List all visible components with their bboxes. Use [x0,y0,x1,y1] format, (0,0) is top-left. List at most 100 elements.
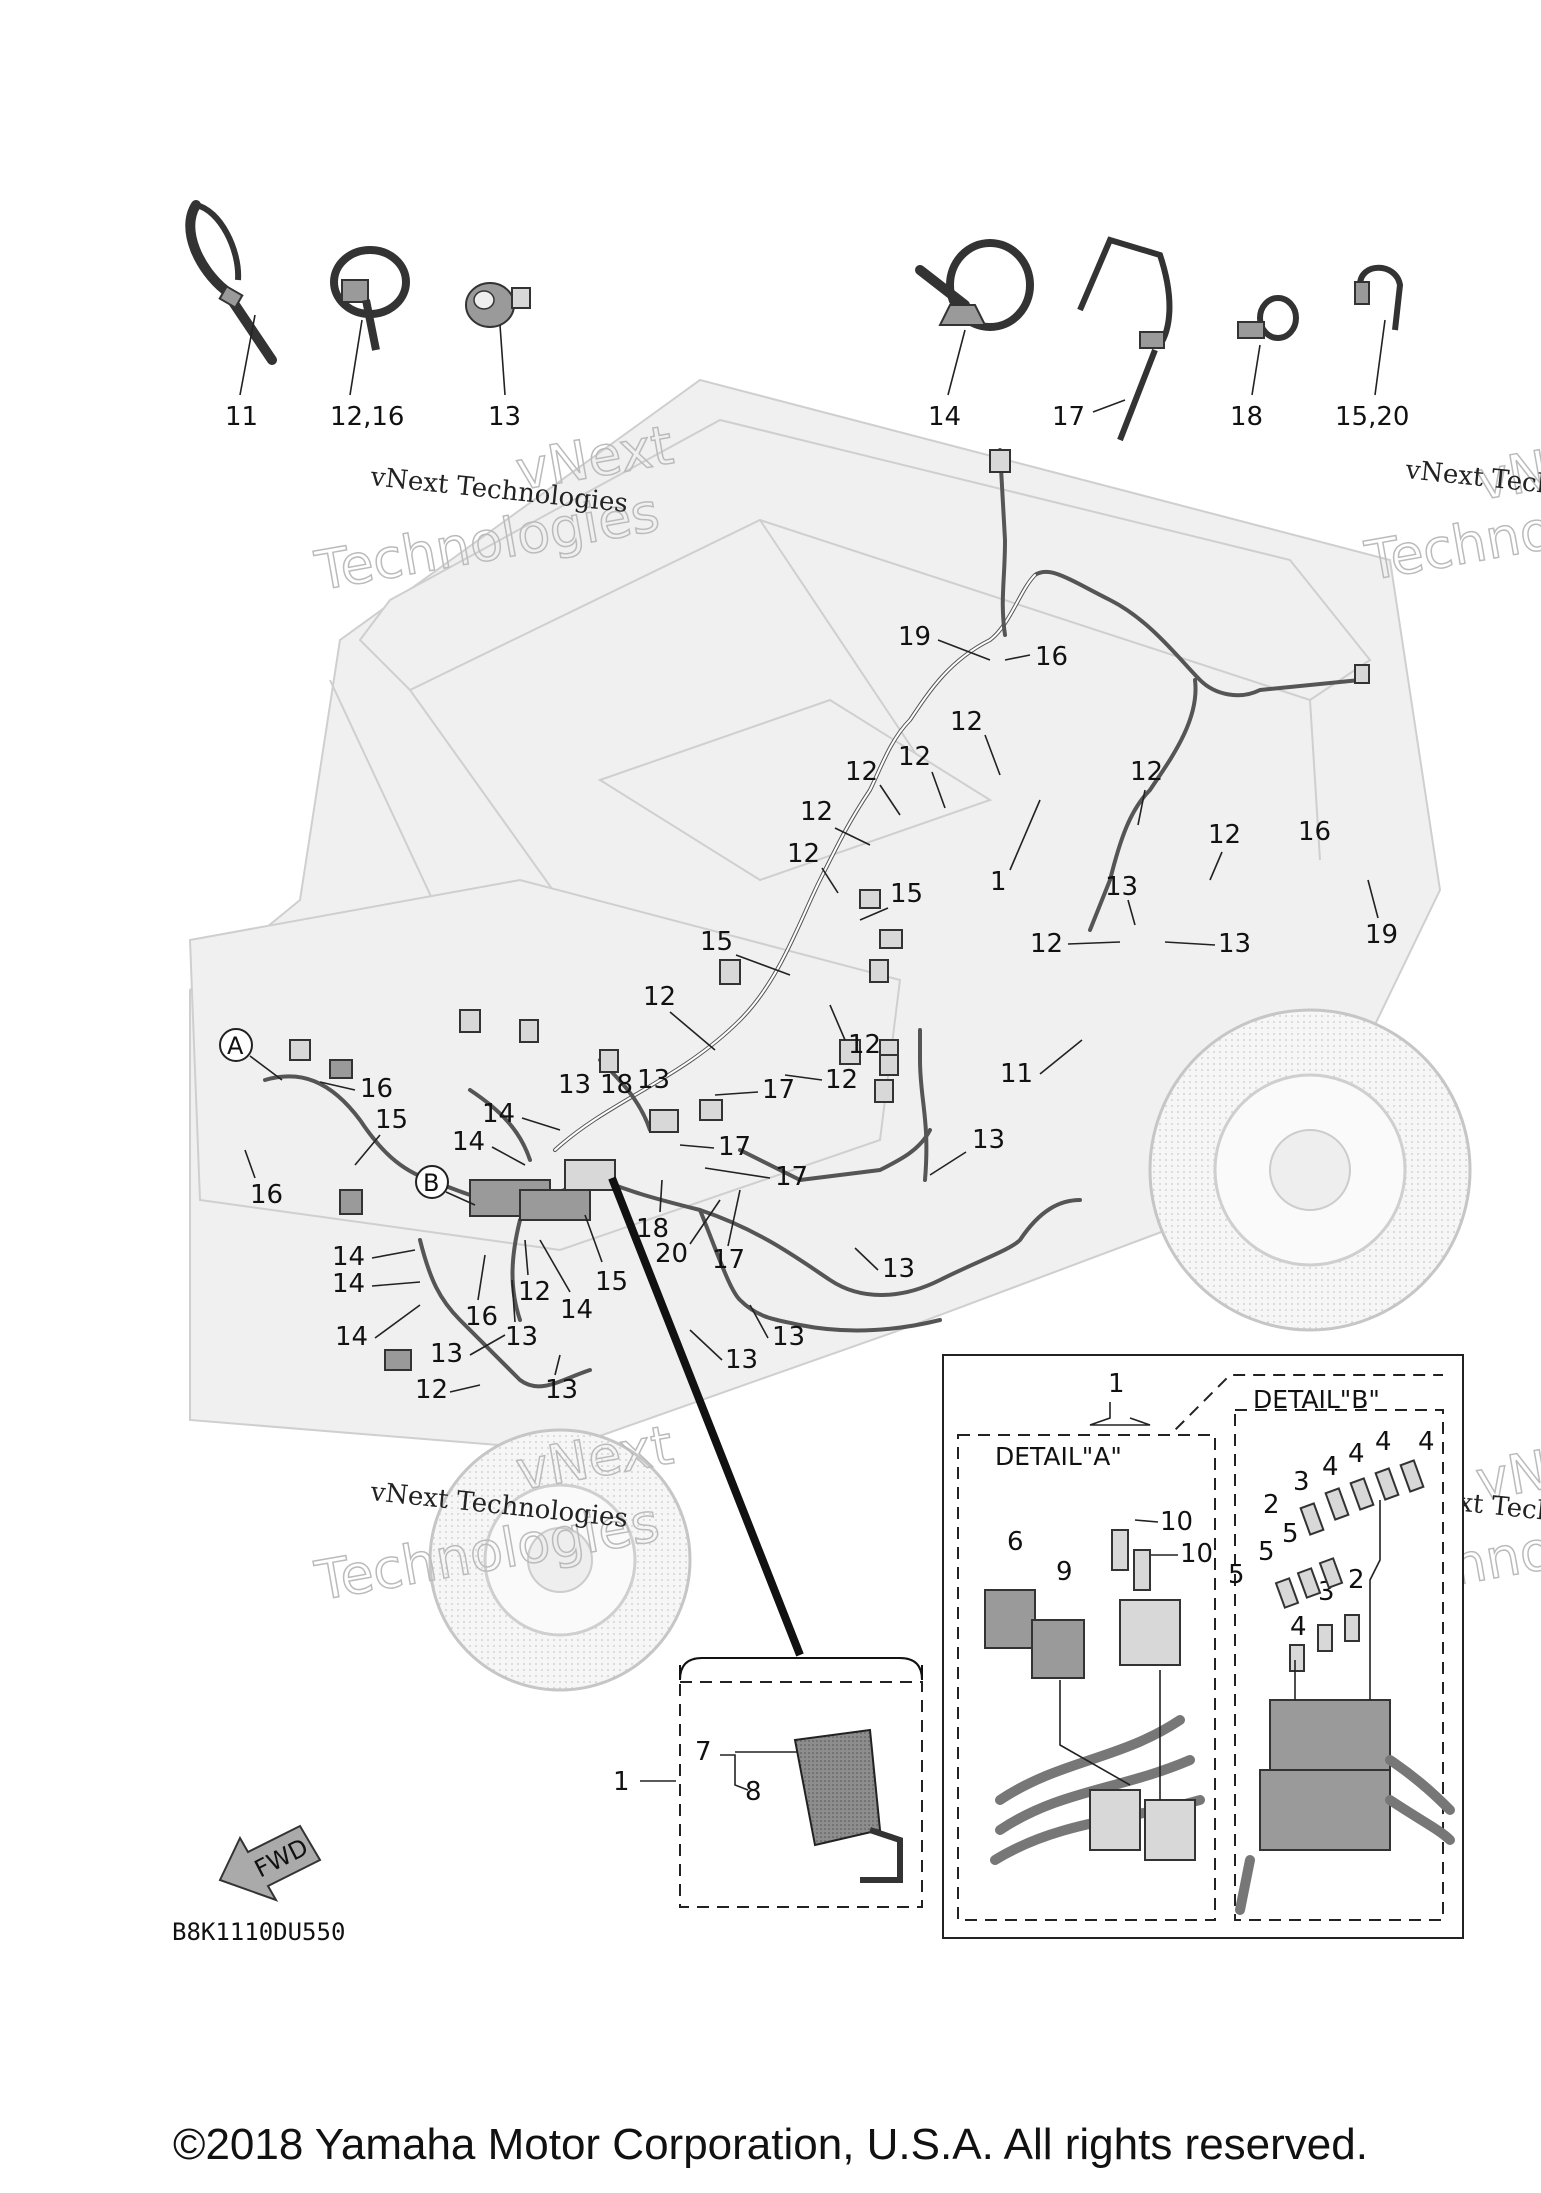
callout-17: 17 [712,1245,745,1275]
callout-16: 16 [465,1302,498,1332]
detail-b-item-4: 4 [1322,1452,1339,1482]
callout-15: 15 [890,879,923,909]
callout-14: 14 [335,1322,368,1352]
band-12-16: 12,16 [330,246,410,432]
detail-box: 1 DETAIL"A" DETAIL"B" 6 9 10 10 2 3 4 4 … [942,1354,1464,1939]
callout-12: 12 [950,707,983,737]
detail-a-item-9: 9 [1056,1557,1073,1587]
inset-item-7: 7 [695,1737,712,1767]
label-top-part-4: 17 [1052,402,1085,432]
callout-12: 12 [1130,757,1163,787]
callout-16: 16 [1035,642,1068,672]
callout-12: 12 [1030,929,1063,959]
callout-13: 13 [1105,872,1138,902]
callout-12: 12 [415,1375,448,1405]
detail-b-item-5: 5 [1228,1560,1245,1590]
callout-17: 17 [718,1132,751,1162]
detail-b-item-4: 4 [1375,1427,1392,1457]
callout-12: 12 [643,982,676,1012]
label-top-part-6: 15,20 [1335,402,1409,432]
circle-marker-a: A [219,1028,283,1081]
inset-pointer [608,1176,804,1657]
clip-13: 13 [465,282,531,432]
callout-13: 13 [558,1070,591,1100]
label-top-part-2: 13 [488,402,521,432]
detail-b-title: DETAIL"B" [1253,1385,1380,1414]
callout-14: 14 [332,1269,365,1299]
callout-18: 18 [600,1070,633,1100]
callout-12: 12 [825,1065,858,1095]
callout-13: 13 [545,1375,578,1405]
callout-13: 13 [725,1345,758,1375]
label-top-part-0: 11 [225,402,258,432]
callout-13: 13 [1218,929,1251,959]
detail-b-fuses [1274,1459,1425,1672]
callout-11: 11 [1000,1059,1033,1089]
label-top-part-1: 12,16 [330,402,404,432]
callout-13: 13 [637,1065,670,1095]
detail-b-item-5: 5 [1258,1537,1275,1567]
callout-16: 16 [360,1074,393,1104]
clamp-15-20: 15,20 [1335,264,1409,432]
callout-18: 18 [636,1214,669,1244]
callouts: 19 16 12 12 12 12 12 1 12 12 16 13 12 13… [244,622,1398,1405]
callout-14: 14 [452,1127,485,1157]
detail-a-item-6: 6 [1007,1527,1024,1557]
detail-b-item-3: 3 [1293,1467,1310,1497]
detail-a-item-10: 10 [1160,1507,1193,1537]
callout-17: 17 [762,1075,795,1105]
callout-12: 12 [1208,820,1241,850]
callout-1: 1 [990,867,1007,897]
clamp-18: 18 [1230,295,1299,432]
callout-12: 12 [845,757,878,787]
callout-15: 15 [700,927,733,957]
detail-b-item-4: 4 [1418,1427,1435,1457]
detail-a-title: DETAIL"A" [995,1442,1122,1471]
diagram-code: B8K1110DU550 [172,1918,345,1946]
callout-16: 16 [250,1180,283,1210]
wire-harness [263,448,1370,1389]
detail-b-item-5: 5 [1282,1519,1299,1549]
label-top-part-3: 14 [928,402,961,432]
callout-13: 13 [505,1322,538,1352]
callout-14: 14 [560,1295,593,1325]
long-tie-17: 17 [1052,236,1173,442]
label-top-part-5: 18 [1230,402,1263,432]
callout-20: 20 [655,1239,688,1269]
detail-b-item-2: 2 [1348,1565,1365,1595]
callout-12: 12 [848,1030,881,1060]
detail-b-item-4: 4 [1348,1439,1365,1469]
callout-15: 15 [375,1105,408,1135]
callout-15: 15 [595,1267,628,1297]
inset-relay-box: 1 7 8 [613,1657,923,1908]
detail-ref: 1 [1108,1369,1125,1399]
detail-a-item-10: 10 [1180,1539,1213,1569]
callout-13: 13 [772,1322,805,1352]
callout-14: 14 [332,1242,365,1272]
detail-b-item-2: 2 [1263,1490,1280,1520]
callout-12: 12 [898,742,931,772]
callout-12: 12 [518,1277,551,1307]
callout-13: 13 [972,1125,1005,1155]
callout-12: 12 [787,839,820,869]
tie-14: 14 [915,239,1034,432]
circle-marker-a-text: A [227,1032,244,1060]
cable-tie-11: 11 [185,200,277,432]
callout-17: 17 [775,1162,808,1192]
callout-19: 19 [1365,920,1398,950]
callout-13: 13 [430,1339,463,1369]
callout-13: 13 [882,1254,915,1284]
callout-12: 12 [800,797,833,827]
inset-ref: 1 [613,1767,630,1797]
copyright-notice: ©2018 Yamaha Motor Corporation, U.S.A. A… [173,2120,1368,2169]
circle-marker-b-text: B [423,1169,439,1197]
callout-14: 14 [482,1099,515,1129]
callout-19: 19 [898,622,931,652]
detail-b-item-4: 4 [1290,1612,1307,1642]
fwd-arrow: FWD [218,1824,322,1902]
inset-item-8: 8 [745,1777,762,1807]
callout-16: 16 [1298,817,1331,847]
top-parts-row: 11 12,16 13 14 [185,200,1409,442]
circle-marker-b: B [415,1165,476,1206]
